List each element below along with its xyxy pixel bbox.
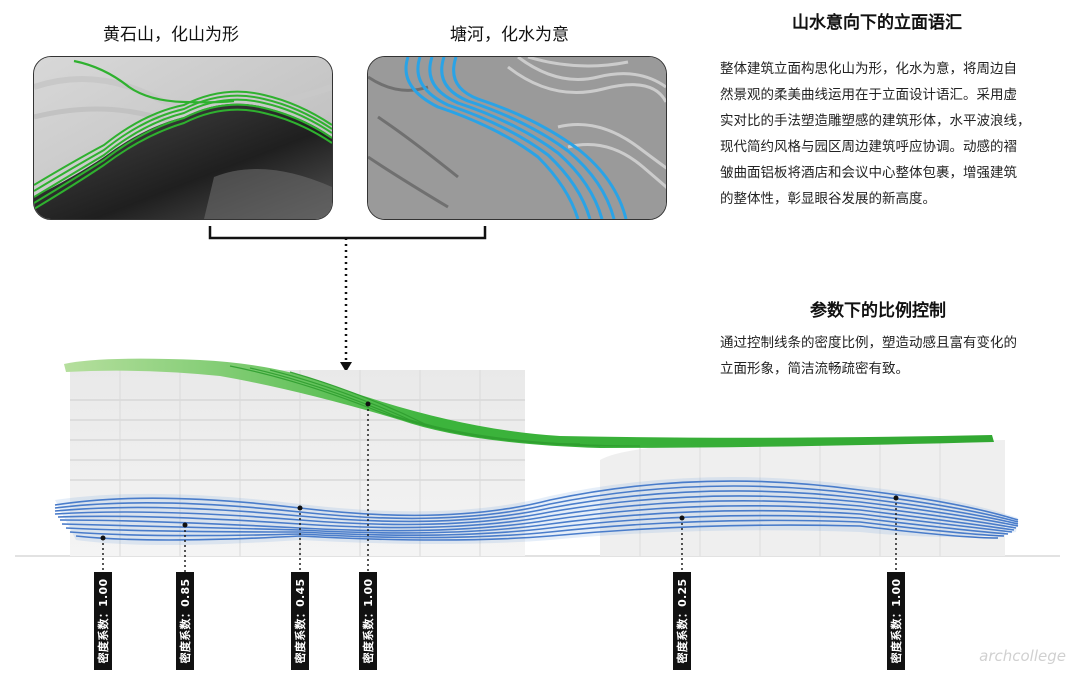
density-coefficient-tag: 密度系数：1.00 bbox=[359, 572, 377, 670]
density-coefficient-tag: 密度系数：0.25 bbox=[673, 572, 691, 670]
left-image-caption: 黄石山，化山为形 bbox=[103, 25, 239, 45]
section2-paragraph: 通过控制线条的密度比例，塑造动感且富有变化的 立面形象，简洁流畅疏密有致。 bbox=[720, 330, 1017, 382]
bracket-connector bbox=[208, 226, 487, 372]
section1-line: 皱曲面铝板将酒店和会议中心整体包裹，增强建筑 bbox=[720, 165, 1017, 181]
section2-heading: 参数下的比例控制 bbox=[810, 301, 946, 321]
section1-paragraph: 整体建筑立面构思化山为形，化水为意，将周边自 然景观的柔美曲线运用在于立面设计语… bbox=[720, 56, 1031, 212]
density-coefficient-label: 密度系数：1.00 bbox=[97, 578, 110, 664]
density-coefficient-label: 密度系数：0.25 bbox=[676, 578, 689, 664]
leader-lines bbox=[100, 401, 899, 572]
density-coefficient-label: 密度系数：1.00 bbox=[890, 578, 903, 664]
section2-line: 通过控制线条的密度比例，塑造动感且富有变化的 bbox=[720, 335, 1017, 351]
section1-line: 的整体性，彰显眼谷发展的新高度。 bbox=[720, 191, 936, 207]
mountain-photo bbox=[33, 56, 333, 220]
section1-line: 实对比的手法塑造雕塑感的建筑形体，水平波浪线， bbox=[720, 113, 1031, 129]
density-coefficient-tag: 密度系数：0.45 bbox=[291, 572, 309, 670]
section1-line: 然景观的柔美曲线运用在于立面设计语汇。采用虚 bbox=[720, 87, 1017, 103]
watermark: archcollege bbox=[979, 647, 1066, 665]
density-coefficient-tag: 密度系数：1.00 bbox=[94, 572, 112, 670]
facade-elevation bbox=[15, 358, 1060, 557]
right-image-caption: 塘河，化水为意 bbox=[450, 25, 569, 45]
section1-heading: 山水意向下的立面语汇 bbox=[792, 13, 962, 33]
river-photo bbox=[367, 56, 667, 220]
density-coefficient-tag: 密度系数：1.00 bbox=[887, 572, 905, 670]
density-coefficient-tag: 密度系数：0.85 bbox=[176, 572, 194, 670]
density-coefficient-label: 密度系数：0.85 bbox=[179, 578, 192, 664]
density-coefficient-label: 密度系数：0.45 bbox=[294, 578, 307, 664]
section2-line: 立面形象，简洁流畅疏密有致。 bbox=[720, 361, 909, 377]
section1-line: 整体建筑立面构思化山为形，化水为意，将周边自 bbox=[720, 61, 1017, 77]
density-coefficient-label: 密度系数：1.00 bbox=[362, 578, 375, 664]
section1-line: 现代简约风格与园区周边建筑呼应协调。动感的褶 bbox=[720, 139, 1017, 155]
